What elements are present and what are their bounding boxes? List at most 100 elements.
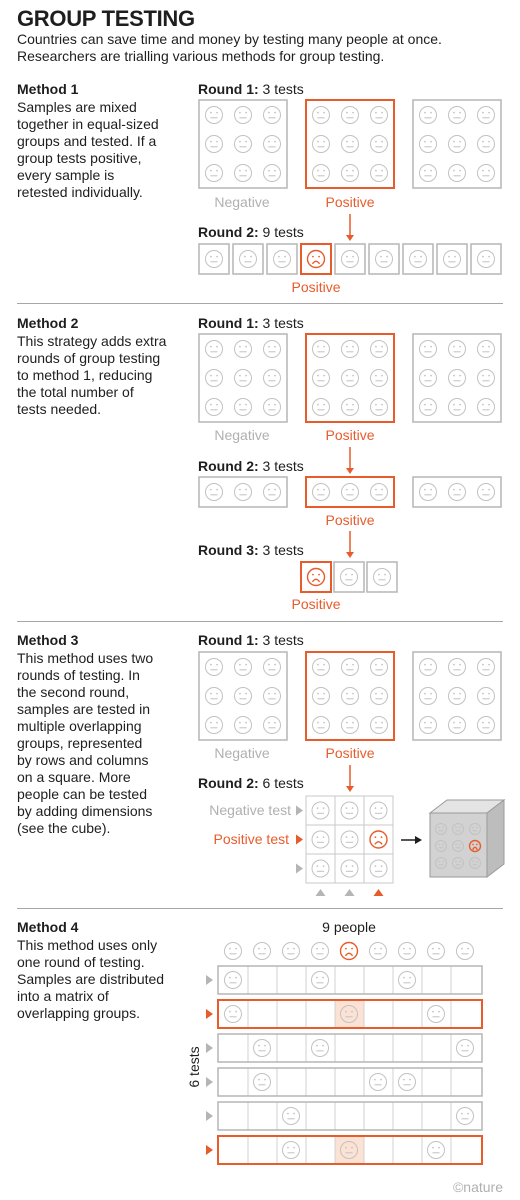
face-eye: [264, 947, 266, 950]
face-eye: [345, 1010, 347, 1013]
face-eye: [245, 721, 247, 724]
method-1-individual-test-positive: [300, 243, 332, 275]
face-eye: [420, 255, 422, 258]
face-eye: [250, 255, 252, 258]
face-eye: [245, 140, 247, 143]
face-eye: [459, 860, 461, 863]
face-eye: [351, 836, 354, 838]
face-outline: [205, 658, 223, 676]
face-outline: [263, 135, 281, 153]
person-face: [312, 340, 330, 358]
face-outline: [340, 801, 359, 820]
person-face: [341, 106, 359, 124]
face-eye: [352, 345, 354, 348]
method-1-group-negative: [198, 99, 288, 189]
face-outline: [419, 369, 437, 387]
face-eye: [374, 836, 377, 838]
face-eye: [472, 860, 474, 863]
face-eye: [381, 374, 383, 377]
face-eye: [467, 947, 469, 950]
face-outline: [469, 857, 481, 869]
face-eye: [235, 947, 237, 950]
person-face: [263, 687, 281, 705]
method-1-round-2-label: Round 2: 9 tests: [198, 224, 304, 240]
face-eye: [346, 111, 348, 114]
face-outline: [443, 250, 461, 268]
face-eye: [381, 169, 383, 172]
person-face: [312, 483, 330, 501]
face-outline: [341, 164, 359, 182]
face-eye: [351, 947, 353, 950]
face-eye: [430, 374, 432, 377]
person-face: [419, 398, 437, 416]
face-outline: [312, 398, 330, 416]
person-face: [369, 1073, 387, 1091]
face-eye: [476, 843, 478, 846]
face-outline: [370, 716, 388, 734]
face-eye: [216, 663, 218, 666]
face-eye: [409, 947, 411, 950]
face-eye: [374, 807, 377, 809]
page-title: GROUP TESTING: [17, 6, 195, 31]
face-eye: [453, 374, 455, 377]
face-eye: [351, 1146, 353, 1149]
face-eye: [317, 721, 319, 724]
negative-column-marker: [315, 889, 326, 896]
person-face: [340, 568, 358, 586]
method-1-group-negative: [412, 99, 502, 189]
person-face: [263, 716, 281, 734]
face-outline: [312, 658, 330, 676]
face-eye: [375, 345, 377, 348]
person-face: [340, 1005, 358, 1023]
face-eye: [352, 255, 354, 258]
face-eye: [482, 255, 484, 258]
face-eye: [346, 169, 348, 172]
face-outline: [477, 716, 495, 734]
negative-column-marker: [344, 889, 355, 896]
person-face: [419, 340, 437, 358]
face-eye: [229, 976, 231, 979]
person-face: [456, 942, 474, 960]
face-outline: [311, 971, 329, 989]
face-eye: [352, 692, 354, 695]
face-eye: [482, 345, 484, 348]
face-eye: [459, 721, 461, 724]
method-3-matrix-frame: [305, 795, 394, 884]
person-face: [340, 801, 359, 820]
face-eye: [352, 663, 354, 666]
face-outline: [312, 164, 330, 182]
face-outline: [477, 658, 495, 676]
face-outline: [370, 340, 388, 358]
face-outline: [341, 716, 359, 734]
person-face: [341, 369, 359, 387]
face-eye: [345, 1146, 347, 1149]
method-4-title: Method 4: [17, 919, 79, 935]
face-eye: [229, 947, 231, 950]
face-outline: [312, 106, 330, 124]
person-face: [448, 483, 466, 501]
face-outline: [312, 716, 330, 734]
face-eye: [453, 488, 455, 491]
face-eye: [345, 573, 347, 576]
face-eye: [317, 111, 319, 114]
face-outline: [370, 106, 388, 124]
face-eye: [287, 947, 289, 950]
face-eye: [216, 255, 218, 258]
face-outline: [234, 340, 252, 358]
face-outline: [312, 483, 330, 501]
face-eye: [403, 1078, 405, 1081]
method-2-negative-label: Negative: [214, 427, 269, 443]
face-outline: [205, 250, 223, 268]
method-2-individual-test: [333, 561, 365, 593]
method-2-group-negative: [412, 333, 502, 423]
face-eye: [442, 860, 444, 863]
person-face: [205, 164, 223, 182]
face-eye: [375, 692, 377, 695]
face-outline: [448, 369, 466, 387]
method-4-test-row-positive: [217, 999, 483, 1029]
method-2-individual-test: [366, 561, 398, 593]
face-eye: [210, 374, 212, 377]
face-eye: [318, 573, 320, 576]
person-face: [419, 483, 437, 501]
face-outline: [282, 1107, 300, 1125]
